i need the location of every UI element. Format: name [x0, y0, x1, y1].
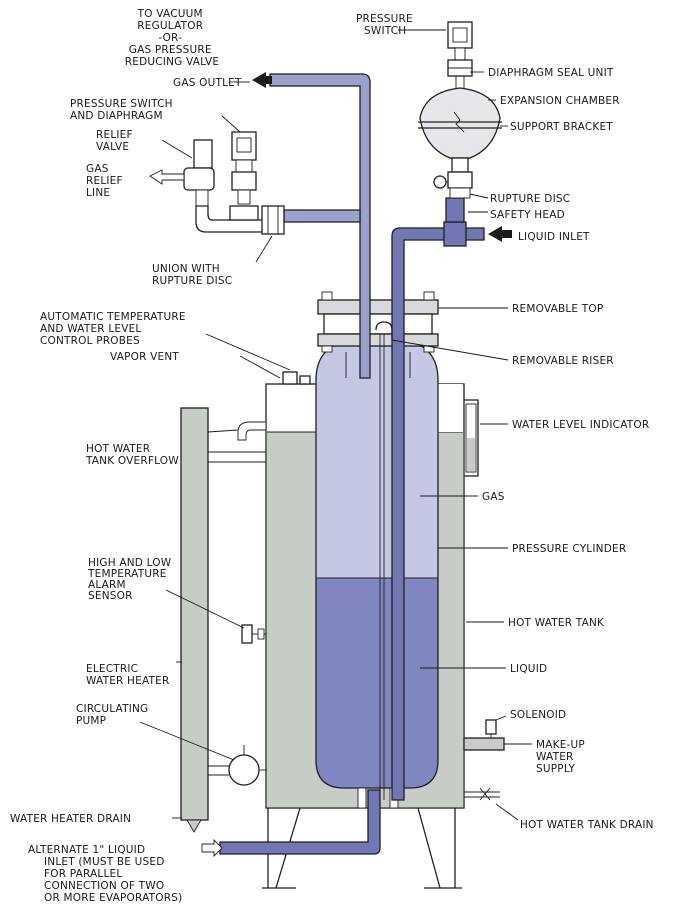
vapor-vent-label: VAPOR VENT [110, 351, 179, 363]
electric-water-heater [180, 407, 267, 833]
rupture-disc-label: RUPTURE DISC [490, 193, 570, 205]
safety-head-label: SAFETY HEAD [490, 209, 565, 221]
overflow-elbow [237, 421, 267, 441]
leader-lines [139, 29, 532, 821]
gas-relief-line-label: GAS RELIEF LINE [86, 163, 126, 199]
liquid-inlet-arrow [488, 226, 502, 242]
diaphragm-seal-label: DIAPHRAGM SEAL UNIT [488, 67, 614, 79]
pressure-cylinder-label: PRESSURE CYLINDER [512, 543, 626, 555]
gas-outlet-label: GAS OUTLET [173, 77, 242, 89]
pressure-switch-top-label: PRESSURE SWITCH [356, 13, 416, 37]
liquid-inlet-label: LIQUID INLET [518, 231, 590, 243]
water-heater-drain-label: WATER HEATER DRAIN [10, 813, 131, 825]
pressure-switch-diaphragm-label: PRESSURE SWITCH AND DIAPHRAGM [70, 98, 176, 122]
expansion-assembly [418, 21, 502, 199]
hot-water-overflow-label: HOT WATER TANK OVERFLOW [85, 443, 179, 467]
solenoid-label: SOLENOID [510, 709, 566, 721]
alternate-inlet-pipe [201, 789, 381, 858]
electric-heater-label: ELECTRIC WATER HEATER [86, 663, 170, 687]
liquid-inlet-pipe [391, 197, 512, 801]
liquid-label: LIQUID [510, 663, 547, 675]
gas-label: GAS [482, 491, 505, 503]
hot-water-tank-label: HOT WATER TANK [508, 617, 605, 629]
water-level-indicator [464, 399, 479, 477]
to-vacuum-label: TO VACUUM REGULATOR -OR- GAS PRESSURE RE… [125, 8, 219, 68]
auto-probes-label: AUTOMATIC TEMPERATURE AND WATER LEVEL CO… [40, 311, 189, 347]
pressure-cylinder [315, 339, 439, 809]
hot-water-drain-label: HOT WATER TANK DRAIN [520, 819, 654, 831]
removable-top-label: REMOVABLE TOP [512, 303, 603, 315]
relief-assembly [149, 131, 285, 235]
labels: TO VACUUM REGULATOR -OR- GAS PRESSURE RE… [10, 8, 654, 904]
removable-riser [345, 321, 411, 800]
circulating-pump-label: CIRCULATING PUMP [76, 703, 152, 727]
expansion-chamber-shape [419, 87, 501, 159]
pressure-cylinder-gas [316, 340, 438, 578]
makeup-water [463, 719, 505, 801]
makeup-water-label: MAKE-UP WATER SUPPLY [536, 739, 589, 775]
vapor-vent [282, 371, 311, 385]
expansion-chamber-label: EXPANSION CHAMBER [500, 95, 620, 107]
support-bracket-label: SUPPORT BRACKET [510, 121, 613, 133]
gas-outlet-pipe [252, 72, 371, 379]
water-line-right-top [438, 384, 463, 432]
pressure-cylinder-liquid [316, 578, 438, 788]
water-level-indicator-label: WATER LEVEL INDICATOR [512, 419, 649, 431]
relief-valve-label: RELIEF VALVE [96, 129, 136, 153]
alarm-sensor-label: HIGH AND LOW TEMPERATURE ALARM SENSOR [87, 557, 175, 602]
union-rupture-label: UNION WITH RUPTURE DISC [152, 263, 232, 287]
removable-riser-label: REMOVABLE RISER [512, 355, 614, 367]
removable-top [317, 291, 439, 353]
alternate-inlet-label: ALTERNATE 1" LIQUID INLET (MUST BE USED … [28, 844, 182, 904]
